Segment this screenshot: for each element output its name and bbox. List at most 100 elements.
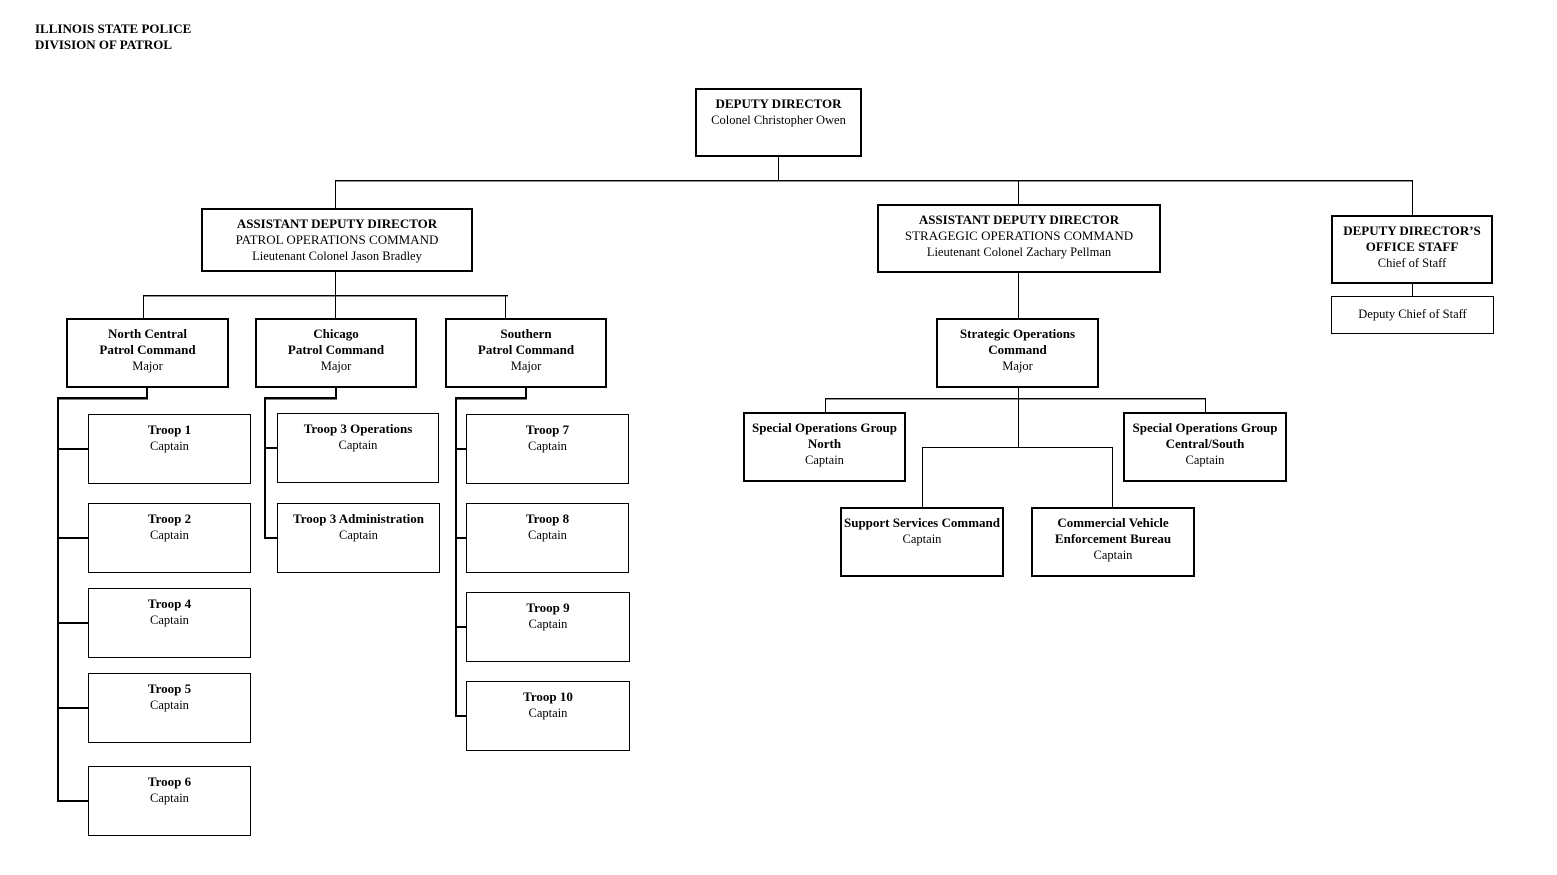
connector-line: [778, 157, 779, 181]
connector-line: [1412, 181, 1413, 215]
connector-line: [335, 180, 1413, 182]
connector-line: [1018, 273, 1019, 318]
org-box-subtitle: Major: [132, 359, 163, 373]
connector-line: [335, 296, 336, 318]
connector-line: [57, 448, 88, 450]
org-box-north-central-patrol-command: North Central Patrol Command Major: [66, 318, 229, 388]
org-box-line2: STRAGEGIC OPERATIONS COMMAND: [904, 228, 1134, 243]
org-box-subtitle: Captain: [528, 617, 568, 631]
org-box-troop-6: Troop 6 Captain: [88, 766, 251, 836]
org-box-title: Troop 2: [147, 511, 192, 526]
org-box-subtitle: Captain: [805, 453, 844, 467]
org-box-subtitle: Captain: [150, 613, 189, 627]
org-box-subtitle: Major: [320, 359, 352, 373]
connector-line: [264, 397, 266, 539]
org-box-title: Strategic Operations Command: [959, 326, 1076, 357]
org-box-subtitle: Lieutenant Colonel Zachary Pellman: [926, 245, 1112, 259]
connector-line: [455, 448, 466, 450]
org-box-title: Troop 5: [147, 681, 192, 696]
connector-line: [335, 388, 337, 400]
org-box-chicago-patrol-command: Chicago Patrol Command Major: [255, 318, 417, 388]
connector-line: [922, 447, 1113, 448]
org-box-subtitle: Deputy Chief of Staff: [1358, 307, 1467, 321]
connector-line: [455, 397, 457, 717]
org-box-subtitle: Captain: [528, 439, 567, 453]
org-box-title: ASSISTANT DEPUTY DIRECTOR: [236, 216, 438, 231]
org-box-title: DEPUTY DIRECTOR: [715, 96, 842, 111]
connector-line: [1018, 181, 1019, 204]
org-box-subtitle: Major: [1002, 359, 1033, 373]
org-box-title: Troop 10: [523, 689, 573, 704]
org-box-title: Troop 8: [525, 511, 570, 526]
org-box-deputy-chief-of-staff: Deputy Chief of Staff: [1331, 296, 1494, 334]
org-box-subtitle: Captain: [150, 791, 189, 805]
org-box-troop-9: Troop 9 Captain: [466, 592, 630, 662]
org-box-title: Troop 1: [147, 422, 192, 437]
org-box-title: Troop 4: [147, 596, 192, 611]
org-box-title: DEPUTY DIRECTOR’S OFFICE STAFF: [1343, 223, 1481, 254]
connector-line: [57, 537, 88, 539]
org-box-troop-3-operations: Troop 3 Operations Captain: [277, 413, 439, 483]
connector-line: [1412, 284, 1413, 296]
org-box-title: Commercial Vehicle Enforcement Bureau: [1054, 515, 1172, 546]
connector-line: [455, 626, 466, 628]
org-box-troop-10: Troop 10 Captain: [466, 681, 630, 751]
org-box-title: Troop 3 Administration: [293, 511, 424, 526]
connector-line: [1018, 399, 1019, 448]
org-box-subtitle: Captain: [528, 706, 568, 720]
connector-line: [57, 397, 59, 802]
connector-line: [1018, 388, 1019, 399]
connector-line: [1112, 448, 1113, 507]
connector-line: [143, 295, 508, 297]
connector-line: [825, 399, 826, 412]
org-box-subtitle: Colonel Christopher Owen: [711, 113, 846, 127]
org-box-subtitle: Captain: [338, 438, 378, 452]
org-box-troop-3-administration: Troop 3 Administration Captain: [277, 503, 440, 573]
org-box-subtitle: Captain: [528, 528, 567, 542]
org-box-troop-4: Troop 4 Captain: [88, 588, 251, 658]
org-box-subtitle: Chief of Staff: [1377, 256, 1447, 270]
org-box-assistant-deputy-director-patrol: ASSISTANT DEPUTY DIRECTOR PATROL OPERATI…: [201, 208, 473, 272]
org-box-special-operations-group-north: Special Operations Group North Captain: [743, 412, 906, 482]
org-box-subtitle: Captain: [902, 532, 942, 546]
connector-line: [146, 388, 148, 400]
org-box-special-operations-group-central-south: Special Operations Group Central/South C…: [1123, 412, 1287, 482]
org-box-deputy-director: DEPUTY DIRECTOR Colonel Christopher Owen: [695, 88, 862, 157]
connector-line: [525, 388, 527, 400]
org-box-title: Troop 3 Operations: [303, 421, 413, 436]
connector-line: [922, 448, 923, 507]
org-box-strategic-operations-command: Strategic Operations Command Major: [936, 318, 1099, 388]
connector-line: [455, 537, 466, 539]
chart-title: ILLINOIS STATE POLICE DIVISION OF PATROL: [35, 21, 192, 52]
org-box-office-staff: DEPUTY DIRECTOR’S OFFICE STAFF Chief of …: [1331, 215, 1493, 284]
connector-line: [455, 715, 466, 717]
org-box-subtitle: Captain: [150, 698, 189, 712]
org-box-title: Troop 6: [147, 774, 192, 789]
org-box-subtitle: Captain: [150, 528, 189, 542]
org-box-subtitle: Captain: [1093, 548, 1133, 562]
connector-line: [505, 296, 506, 318]
org-box-title: Troop 7: [525, 422, 570, 437]
org-box-title: North Central Patrol Command: [99, 326, 196, 357]
connector-line: [57, 800, 88, 802]
org-box-title: ASSISTANT DEPUTY DIRECTOR: [918, 212, 1120, 227]
org-box-southern-patrol-command: Southern Patrol Command Major: [445, 318, 607, 388]
connector-line: [57, 397, 148, 400]
connector-line: [264, 447, 277, 449]
org-box-commercial-vehicle-enforcement-bureau: Commercial Vehicle Enforcement Bureau Ca…: [1031, 507, 1195, 577]
org-box-subtitle: Captain: [150, 439, 189, 453]
org-box-title: Special Operations Group Central/South: [1132, 420, 1278, 451]
connector-line: [264, 537, 277, 539]
org-box-title: Chicago Patrol Command: [287, 326, 385, 357]
connector-line: [57, 622, 88, 624]
org-box-title: Troop 9: [526, 600, 570, 615]
connector-line: [825, 398, 1206, 400]
connector-line: [57, 707, 88, 709]
org-box-support-services-command: Support Services Command Captain: [840, 507, 1004, 577]
org-box-troop-1: Troop 1 Captain: [88, 414, 251, 484]
org-box-subtitle: Captain: [1185, 453, 1225, 467]
org-box-title: Support Services Command: [843, 515, 1000, 530]
org-box-troop-8: Troop 8 Captain: [466, 503, 629, 573]
org-box-line2: PATROL OPERATIONS COMMAND: [235, 232, 439, 247]
connector-line: [143, 296, 144, 318]
